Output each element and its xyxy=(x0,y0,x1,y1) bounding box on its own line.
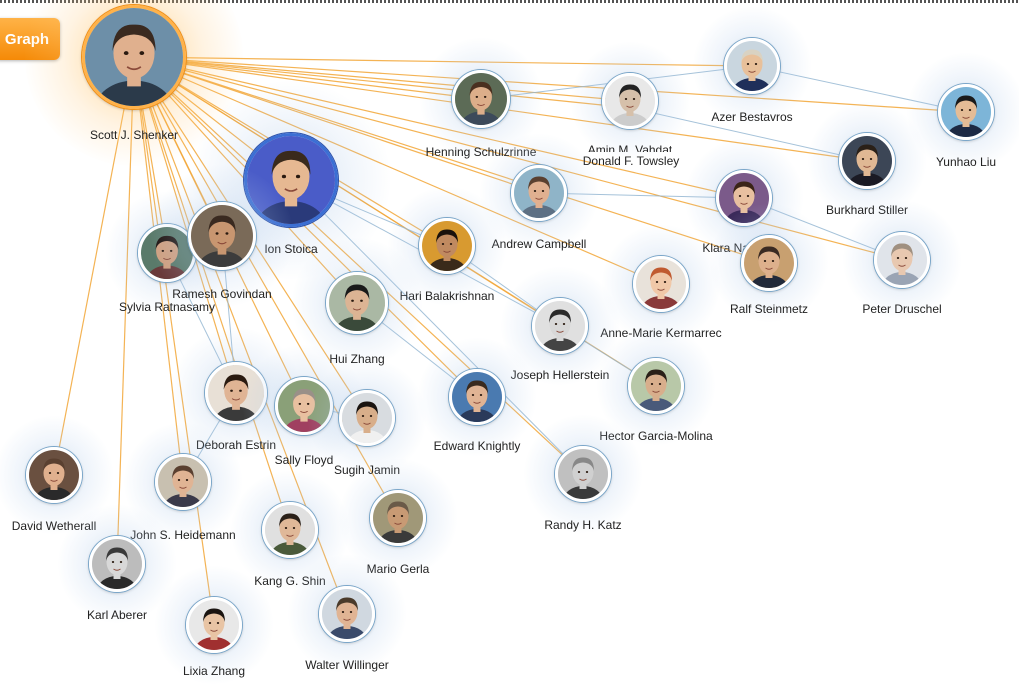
person-name-schulzrinne[interactable]: Henning Schulzrinne xyxy=(425,145,537,159)
edge-bestavros-yunhao xyxy=(751,65,967,113)
avatar-lixiazhang[interactable] xyxy=(186,597,242,653)
avatar-shenker[interactable] xyxy=(82,5,186,109)
person-name-shin[interactable]: Kang G. Shin xyxy=(254,574,326,588)
person-name-shenker[interactable]: Scott J. Shenker xyxy=(89,128,179,142)
edge-towsley-stiller xyxy=(630,107,868,162)
avatar-knightly[interactable] xyxy=(449,369,505,425)
avatar-vahdat[interactable] xyxy=(602,73,658,129)
avatar-willinger[interactable] xyxy=(319,586,375,642)
person-name-lixiazhang[interactable]: Lixia Zhang xyxy=(182,664,246,678)
top-border xyxy=(0,0,1019,3)
avatar-katz[interactable] xyxy=(555,446,611,502)
person-name-aberer[interactable]: Karl Aberer xyxy=(86,608,148,622)
person-name-stiller[interactable]: Burkhard Stiller xyxy=(825,203,909,217)
person-name-druschel[interactable]: Peter Druschel xyxy=(862,302,942,316)
person-name-wetherall[interactable]: David Wetherall xyxy=(11,519,97,533)
person-name-campbell[interactable]: Andrew Campbell xyxy=(491,237,587,251)
avatar-wetherall[interactable] xyxy=(26,447,82,503)
person-name-yunhao[interactable]: Yunhao Liu xyxy=(935,155,997,169)
avatar-campbell[interactable] xyxy=(511,165,567,221)
avatar-aberer[interactable] xyxy=(89,536,145,592)
person-name-govindan[interactable]: Ramesh Govindan xyxy=(172,287,272,301)
avatar-balakrishnan[interactable] xyxy=(419,218,475,274)
person-name-hellerstein[interactable]: Joseph Hellerstein xyxy=(510,368,610,382)
person-name-estrin[interactable]: Deborah Estrin xyxy=(195,438,277,452)
person-name-floyd[interactable]: Sally Floyd xyxy=(274,453,334,467)
edge-stoica-katz xyxy=(290,179,584,475)
avatar-gerla[interactable] xyxy=(370,490,426,546)
avatar-jamin[interactable] xyxy=(339,390,395,446)
person-name-ratnasamy[interactable]: Sylvia Ratnasamy xyxy=(118,300,216,314)
person-name-kermarrec[interactable]: Anne-Marie Kermarrec xyxy=(600,326,722,340)
person-name-bestavros[interactable]: Azer Bestavros xyxy=(711,110,793,124)
person-name-balakrishnan[interactable]: Hari Balakrishnan xyxy=(399,289,495,303)
avatar-huizhang[interactable] xyxy=(326,272,388,334)
edge-campbell-nahrstedt xyxy=(538,192,745,199)
avatar-schulzrinne[interactable] xyxy=(452,70,510,128)
avatar-druschel[interactable] xyxy=(874,232,930,288)
edge-shenker-druschel xyxy=(133,56,903,261)
avatar-garcia[interactable] xyxy=(628,358,684,414)
person-name-jamin[interactable]: Sugih Jamin xyxy=(333,463,400,477)
person-name-stoica[interactable]: Ion Stoica xyxy=(264,242,318,256)
avatar-heidemann[interactable] xyxy=(155,454,211,510)
avatar-shin[interactable] xyxy=(262,502,318,558)
avatar-bestavros[interactable] xyxy=(724,38,780,94)
avatar-floyd[interactable] xyxy=(275,377,333,435)
person-name-steinmetz[interactable]: Ralf Steinmetz xyxy=(729,302,809,316)
person-name-towsley[interactable]: Donald F. Towsley xyxy=(582,154,680,168)
avatar-govindan[interactable] xyxy=(188,202,256,270)
avatar-hellerstein[interactable] xyxy=(532,298,588,354)
avatar-estrin[interactable] xyxy=(205,362,267,424)
person-name-vahdat[interactable]: Amin M. Vahdat xyxy=(587,143,673,152)
person-name-gerla[interactable]: Mario Gerla xyxy=(366,562,430,576)
avatar-kermarrec[interactable] xyxy=(633,256,689,312)
avatar-stoica[interactable] xyxy=(244,133,338,227)
avatar-nahrstedt[interactable] xyxy=(716,170,772,226)
edge-shenker-yunhao xyxy=(133,56,967,113)
avatar-steinmetz[interactable] xyxy=(741,235,797,291)
person-name-knightly[interactable]: Edward Knightly xyxy=(433,439,521,453)
person-name-katz[interactable]: Randy H. Katz xyxy=(544,518,622,532)
edge-shenker-steinmetz xyxy=(133,56,770,264)
person-name-garcia[interactable]: Hector Garcia-Molina xyxy=(599,429,713,443)
avatar-stiller[interactable] xyxy=(839,133,895,189)
person-name-heidemann[interactable]: John S. Heidemann xyxy=(130,528,236,542)
avatar-ratnasamy[interactable] xyxy=(138,224,196,282)
avatar-yunhao[interactable] xyxy=(938,84,994,140)
person-name-huizhang[interactable]: Hui Zhang xyxy=(329,352,384,366)
person-name-willinger[interactable]: Walter Willinger xyxy=(305,658,389,672)
